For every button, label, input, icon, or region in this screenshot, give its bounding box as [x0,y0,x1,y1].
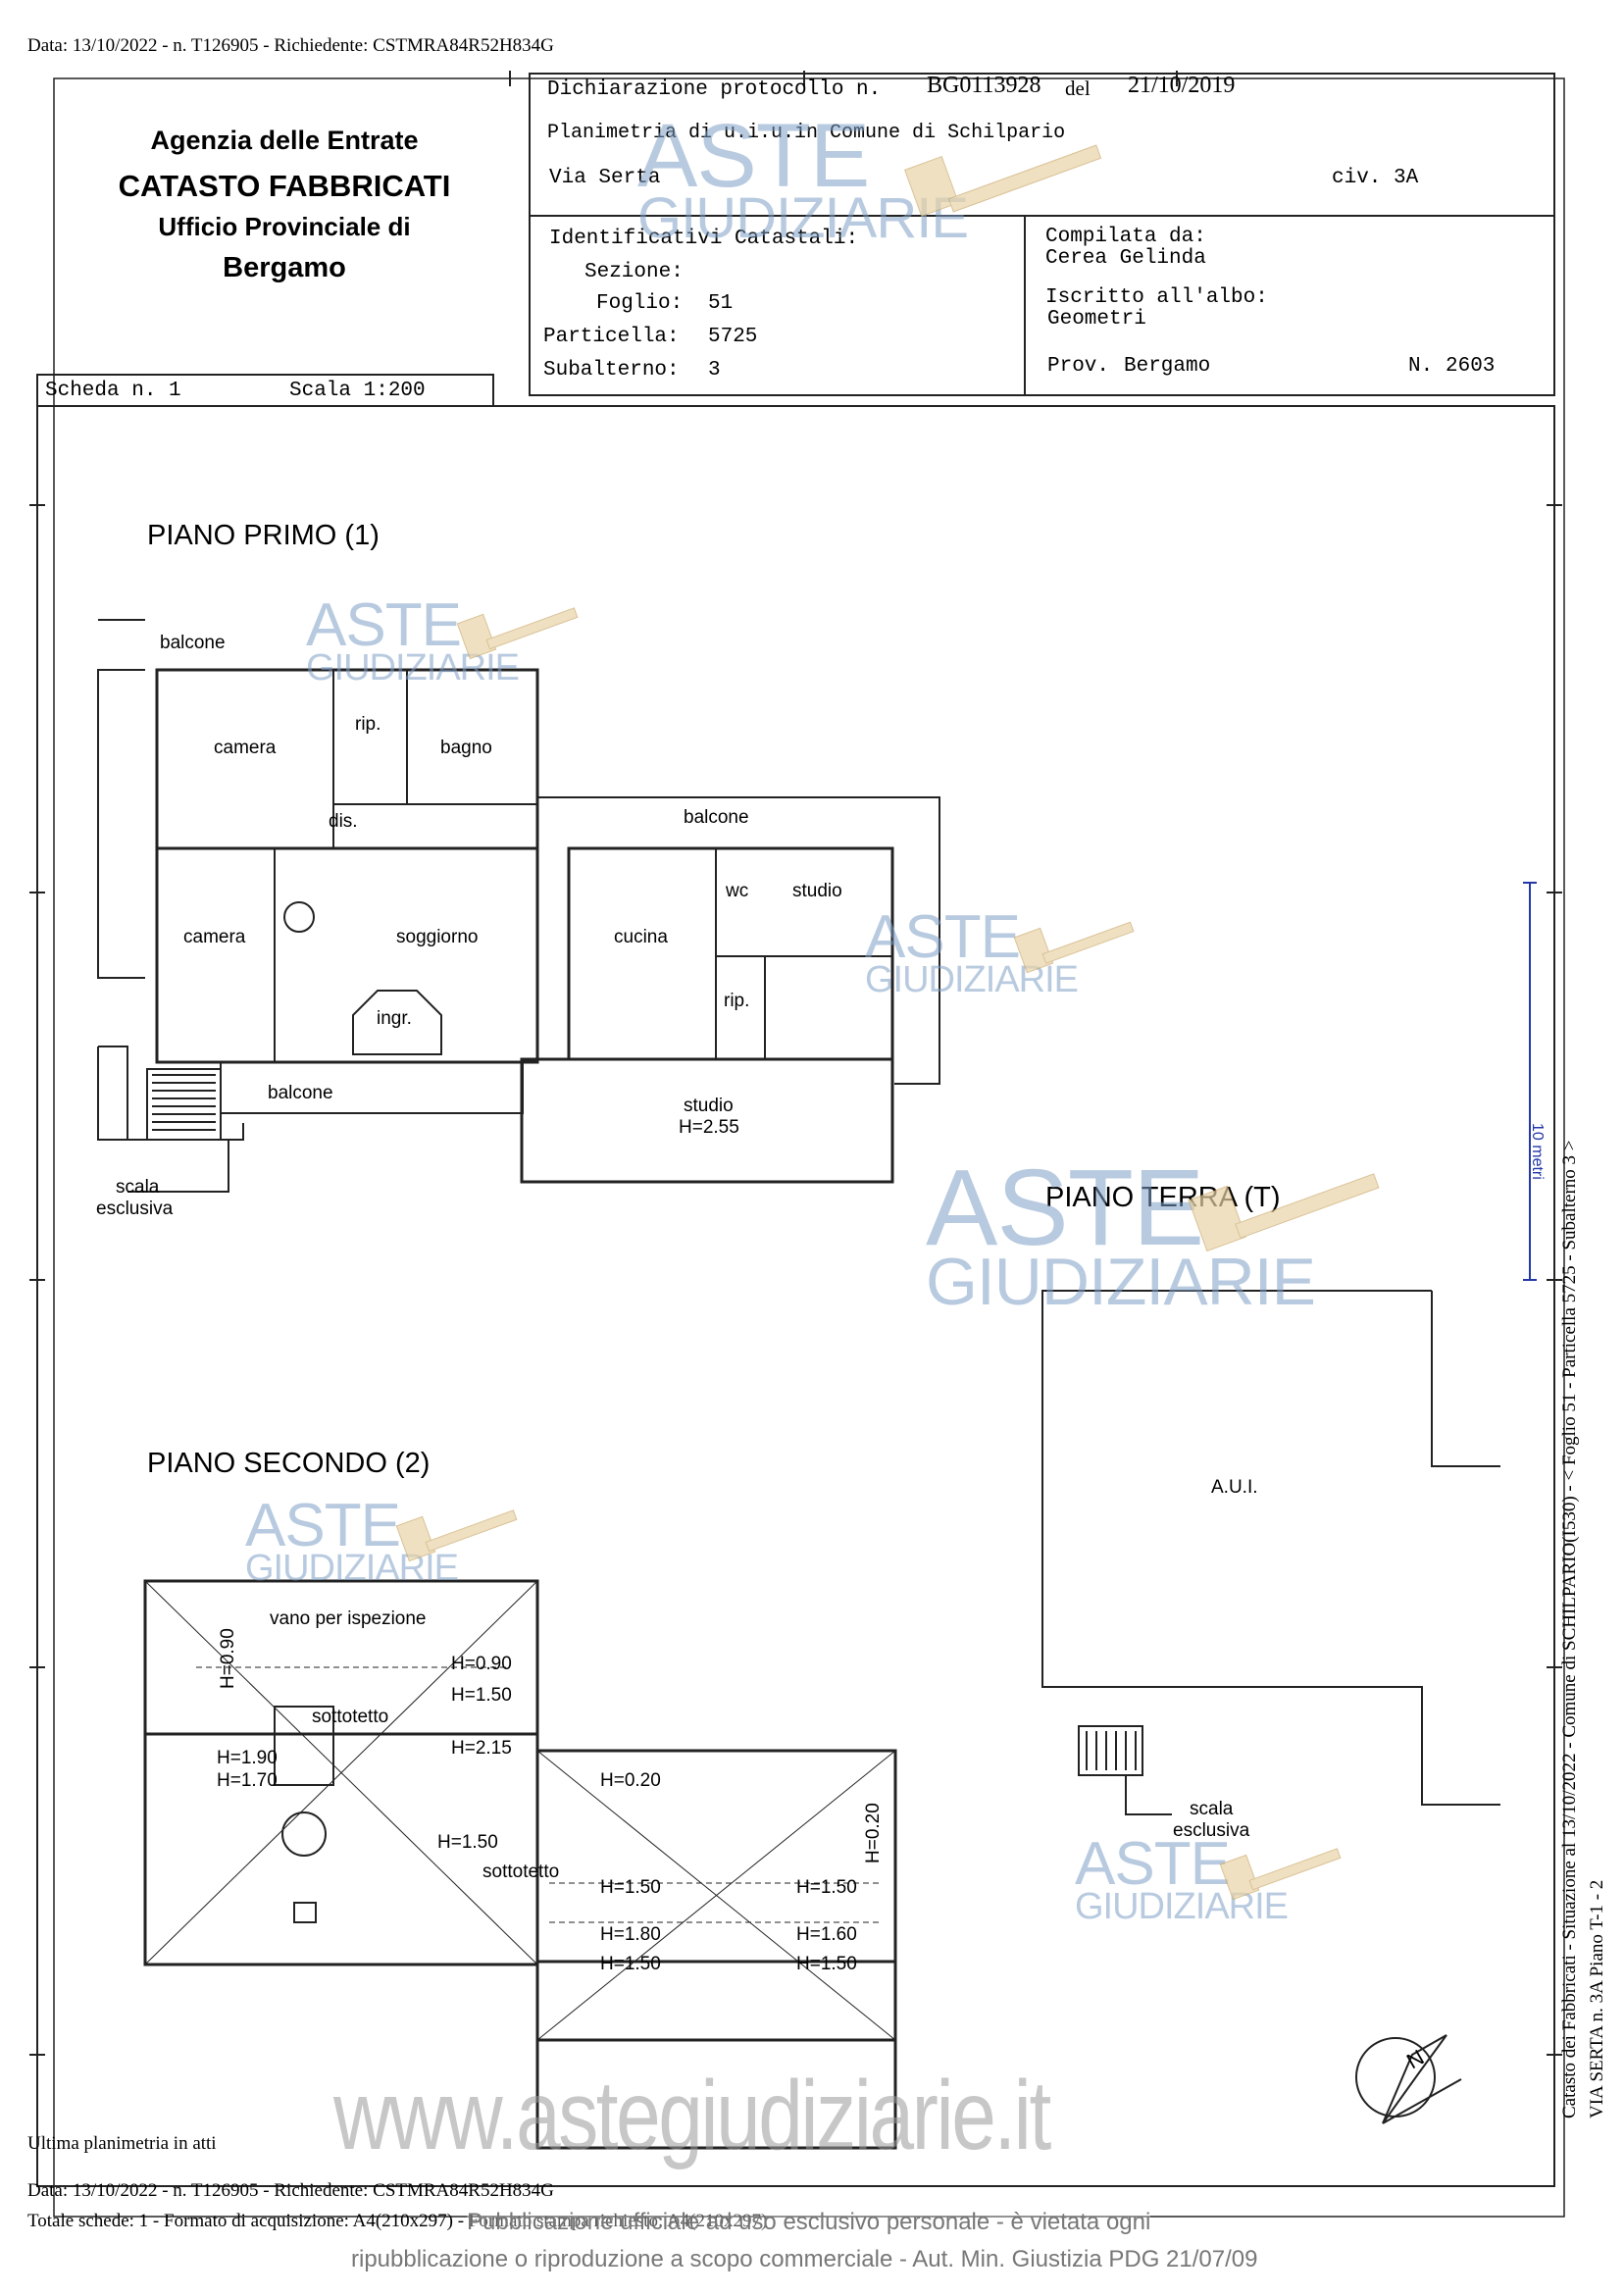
footer-data: Data: 13/10/2022 - n. T126905 - Richiede… [27,2180,554,2201]
room-label: studio [684,1096,734,1116]
identifiers-title: Identificativi Catastali: [549,228,859,250]
scheda-label: Scheda n. 1 [45,380,181,402]
room-label: sottotetto [312,1707,389,1727]
room-label: sottotetto [482,1862,560,1882]
room-label: soggiorno [396,927,479,947]
room-label: balcone [268,1083,333,1103]
num-value: 2603 [1446,355,1496,378]
room-label: H=1.50 [437,1832,498,1853]
room-label: H=1.50 [600,1877,661,1898]
room-label: ingr. [377,1008,412,1029]
piano-terra-title: PIANO TERRA (T) [1045,1182,1281,1213]
watermark-logo: ASTE GIUDIZIARIE [1075,1830,1289,1927]
room-label: A.U.I. [1211,1477,1258,1498]
albo-value: Geometri [1047,308,1146,331]
room-label: dis. [329,811,358,832]
room-label: H=1.50 [451,1685,512,1706]
footer-ultima: Ultima planimetria in atti [27,2133,217,2154]
watermark-logo: ASTE GIUDIZIARIE [926,1148,1316,1319]
room-label: H=1.50 [600,1954,661,1974]
subalterno-label: Subalterno: [543,359,680,382]
prov-label: Prov. [1047,355,1110,378]
iscritto-label: Iscritto all'albo: [1045,286,1268,309]
piano-primo-title: PIANO PRIMO (1) [147,520,380,551]
room-label: H=1.90 [217,1748,278,1768]
room-label: H=1.80 [600,1924,661,1945]
room-label: vano per ispezione [270,1608,427,1629]
room-label: rip. [355,714,381,735]
agency-name: Agenzia delle Entrate [150,126,419,155]
piano-secondo-title: PIANO SECONDO (2) [147,1448,431,1479]
footer-pubblicazione-1: Pubblicazione ufficiale ad uso esclusivo… [467,2209,1151,2236]
civico-label: civ. 3A [1332,167,1419,189]
footer-totale: Totale schede: 1 - Formato di acquisizio… [27,2211,768,2231]
room-label: balcone [684,807,749,828]
room-label: wc [726,881,749,901]
particella-label: Particella: [543,326,680,348]
plan-terra [1041,1290,1500,1815]
room-label: camera [214,738,277,758]
watermark-url: www.astegiudiziarie.it [333,2061,1051,2170]
room-label: cucina [614,927,668,947]
room-label: balcone [160,633,226,653]
particella-value: 5725 [708,326,758,348]
header-top-info: Data: 13/10/2022 - n. T126905 - Richiede… [27,35,554,56]
room-label: rip. [724,991,750,1011]
protocol-del: del [1065,77,1091,100]
protocol-date: 21/10/2019 [1128,73,1236,98]
num-label: N. [1408,355,1434,378]
room-label: esclusiva [1173,1820,1250,1841]
scale-ruler [1523,882,1537,1281]
footer-pubblicazione-2: ripubblicazione o riproduzione a scopo c… [351,2246,1258,2272]
plan-secondo [143,1579,897,2150]
compilata-label: Compilata da: [1045,226,1206,248]
room-label: camera [183,927,246,947]
planimetria-line: Planimetria di u.i.u.in Comune di Schilp… [547,122,1066,144]
room-label: esclusiva [96,1199,174,1219]
room-label: scala [1190,1799,1234,1819]
prov-value: Bergamo [1124,355,1211,378]
agency-ufficio: Ufficio Provinciale di [158,212,411,241]
protocol-label: Dichiarazione protocollo n. [547,78,882,101]
foglio-value: 51 [708,292,734,315]
room-label: scala [116,1177,160,1198]
room-label: H=0.20 [600,1770,661,1791]
room-label: H=1.60 [796,1924,857,1945]
room-label: H=1.70 [217,1770,278,1791]
scale-label: Scala 1:200 [289,380,426,402]
subalterno-value: 3 [708,359,721,382]
plan-primo [97,619,940,1193]
agency-province: Bergamo [223,252,346,283]
room-label: H=1.50 [796,1877,857,1898]
watermark-logo: ASTE GIUDIZIARIE [306,591,520,689]
room-label: H=1.50 [796,1954,857,1974]
room-label: bagno [440,738,492,758]
via-label: Via Serta [549,167,661,189]
room-label: H=2.55 [679,1117,739,1138]
foglio-label: Foglio: [596,292,684,315]
sezione-label: Sezione: [584,261,684,283]
protocol-number: BG0113928 [927,73,1041,98]
watermark-logo: ASTE GIUDIZIARIE [637,106,969,251]
room-label: H=0.90 [451,1654,512,1674]
room-label: H=2.15 [451,1738,512,1759]
agency-catasto: CATASTO FABBRICATI [118,169,451,203]
room-label: studio [792,881,842,901]
compiler-name: Cerea Gelinda [1045,247,1206,270]
